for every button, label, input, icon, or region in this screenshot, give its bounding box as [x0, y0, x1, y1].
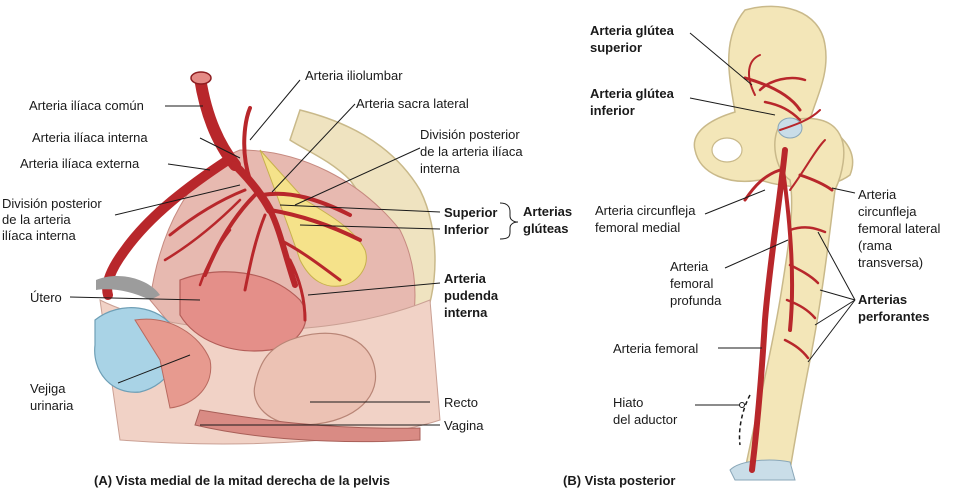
medial-circumflex-artery	[743, 168, 782, 202]
sacral-plexus	[259, 149, 367, 287]
label-posterior-division-left-2: de la arteria	[2, 212, 71, 227]
label-common-iliac: Arteria ilíaca común	[29, 98, 144, 113]
pelvis-illustration	[94, 71, 441, 445]
label-inferior-gluteal-artery-1: Arteria glútea	[590, 86, 674, 101]
label-internal-pudendal-2: pudenda	[444, 288, 499, 303]
label-lateral-sacral: Arteria sacra lateral	[356, 96, 469, 111]
bladder-wall	[134, 318, 212, 409]
label-posterior-division-right-2: de la arteria ilíaca	[420, 144, 523, 159]
label-lateral-circumflex-1: Arteria	[858, 187, 897, 202]
label-deep-femoral-2: femoral	[670, 276, 714, 291]
label-posterior-division-right-1: División posterior	[420, 127, 520, 142]
femoral-head	[777, 117, 803, 139]
label-adductor-hiatus-1: Hiato	[613, 395, 644, 410]
leader-lines-b	[689, 32, 856, 406]
leader-lines-a	[69, 79, 519, 426]
caption-panel-b: (B) Vista posterior	[563, 473, 676, 488]
label-external-iliac: Arteria ilíaca externa	[20, 156, 140, 171]
superior-gluteal-artery	[743, 76, 802, 112]
label-lateral-circumflex-2: circunfleja	[858, 204, 917, 219]
label-uterus: Útero	[30, 290, 62, 305]
label-rectum: Recto	[444, 395, 478, 410]
label-internal-pudendal-1: Arteria	[444, 271, 486, 286]
obturator-foramen	[711, 137, 743, 163]
inferior-gluteal-artery	[763, 100, 802, 122]
label-deep-femoral-1: Arteria	[670, 259, 709, 274]
label-bladder-2: urinaria	[30, 398, 74, 413]
label-superior-gluteal-artery-1: Arteria glútea	[590, 23, 674, 38]
label-medial-circumflex-2: femoral medial	[595, 220, 681, 235]
label-lateral-circumflex-5: transversa)	[858, 255, 924, 270]
label-femoral-artery: Arteria femoral	[613, 341, 699, 356]
label-iliolumbar: Arteria iliolumbar	[305, 68, 403, 83]
label-perforating-arteries-1: Arterias	[858, 292, 908, 307]
common-iliac-lumen	[190, 71, 212, 85]
label-posterior-division-right-3: interna	[420, 161, 460, 176]
label-internal-pudendal-3: interna	[444, 305, 488, 320]
label-superior-gluteal: Superior	[444, 205, 498, 220]
femur-bone	[744, 117, 845, 471]
label-lateral-circumflex-3: femoral lateral	[858, 221, 941, 236]
condyle	[729, 459, 796, 481]
thigh-arteries	[743, 54, 834, 473]
label-vagina: Vagina	[444, 418, 484, 433]
label-perforating-arteries-2: perforantes	[858, 309, 930, 324]
caption-panel-a: (A) Vista medial de la mitad derecha de …	[94, 473, 390, 488]
uterus	[179, 271, 307, 352]
deep-femoral-artery	[781, 168, 795, 332]
hiatus-marker	[739, 402, 745, 408]
label-posterior-division-left-3: ilíaca interna	[2, 228, 76, 243]
label-gluteal-arteries-2: glúteas	[523, 221, 569, 236]
label-medial-circumflex-1: Arteria circunfleja	[595, 203, 696, 218]
label-inferior-gluteal: Inferior	[444, 222, 489, 237]
femoral-artery	[749, 147, 788, 473]
label-bladder-1: Vejiga	[30, 381, 66, 396]
label-posterior-division-left-1: División posterior	[2, 196, 102, 211]
bone-lower	[96, 275, 160, 300]
label-inferior-gluteal-artery-2: inferior	[590, 103, 635, 118]
internal-iliac-artery	[231, 161, 274, 214]
label-superior-gluteal-artery-2: superior	[590, 40, 643, 55]
label-deep-femoral-3: profunda	[670, 293, 722, 308]
label-internal-iliac: Arteria ilíaca interna	[32, 130, 148, 145]
common-iliac-artery	[194, 72, 241, 171]
label-gluteal-arteries-1: Arterias	[523, 204, 573, 219]
label-lateral-circumflex-4: (rama	[858, 238, 892, 253]
label-adductor-hiatus-2: del aductor	[613, 412, 678, 427]
lateral-circumflex-artery	[798, 173, 834, 192]
vagina	[194, 409, 421, 443]
hip-femur-illustration	[693, 5, 854, 481]
